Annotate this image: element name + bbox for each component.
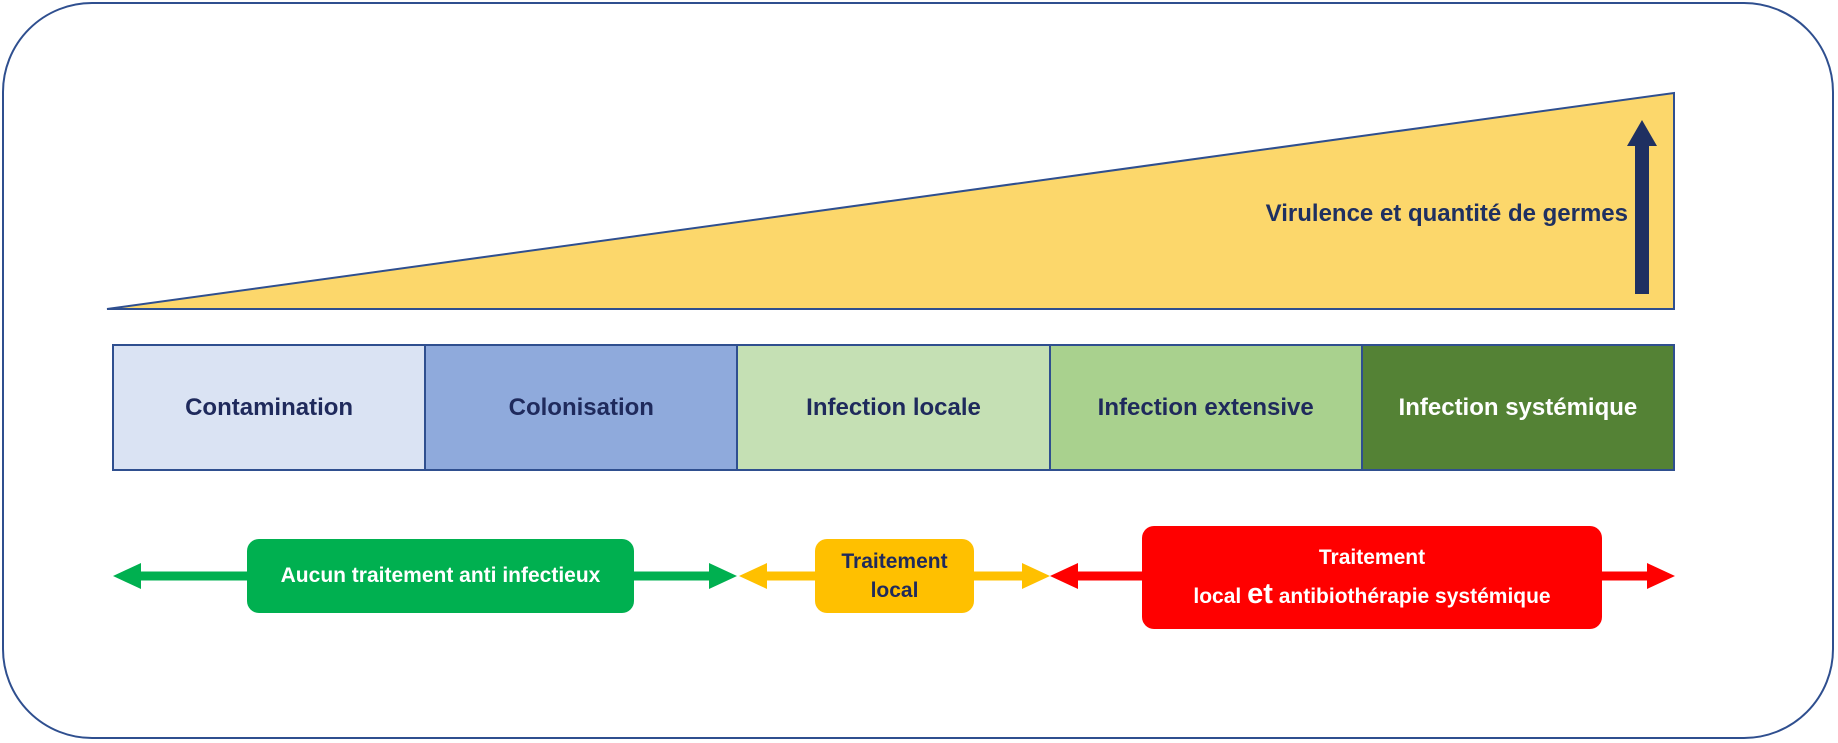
up-arrow-icon [1627, 120, 1657, 294]
systemic-treatment-antibio: antibiothérapie systémique [1272, 585, 1551, 608]
systemic-treatment-et: et [1247, 578, 1273, 610]
stage-infection-systemique: Infection systémique [1362, 346, 1674, 469]
no-treatment-box: Aucun traitement anti infectieux [247, 539, 634, 613]
local-treatment-line1: Traitement [841, 550, 948, 573]
stage-infection-locale: Infection locale [738, 346, 1051, 469]
stage-infection-extensive: Infection extensive [1050, 346, 1363, 469]
systemic-treatment-box: Traitement local et antibiothérapie syst… [1142, 526, 1602, 629]
no-treatment-label: Aucun traitement anti infectieux [280, 564, 601, 587]
systemic-treatment-line2: local et antibiothérapie systémique [1193, 576, 1550, 615]
virulence-label: Virulence et quantité de germes [1265, 200, 1628, 227]
local-treatment-line2: local [870, 579, 919, 602]
stage-contamination: Contamination [114, 346, 427, 469]
stage-colonisation: Colonisation [426, 346, 739, 469]
virulence-wedge [106, 91, 1675, 310]
stage-bar: Contamination Colonisation Infection loc… [112, 344, 1675, 471]
systemic-treatment-local: local [1193, 585, 1248, 608]
systemic-treatment-line1: Traitement [1318, 546, 1426, 569]
local-treatment-box: Traitement local [815, 539, 974, 613]
